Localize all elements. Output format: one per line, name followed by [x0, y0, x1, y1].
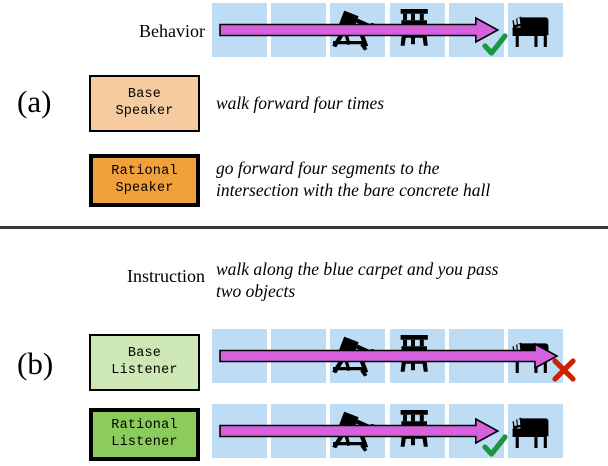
agent-box-line2: Listener — [111, 362, 178, 378]
row-caption-behavior: Behavior — [139, 21, 205, 41]
cross-icon — [551, 357, 577, 383]
carpet-strip-base-listener — [212, 329, 576, 383]
check-icon — [482, 33, 508, 59]
agent-box-line1: Base — [127, 87, 162, 103]
path-arrow — [219, 417, 500, 445]
agent-box-rational-listener[interactable]: Rational Listener — [89, 408, 200, 461]
agent-box-line2: Speaker — [115, 103, 174, 119]
agent-box-base-listener[interactable]: Base Listener — [89, 334, 200, 391]
piano-icon — [512, 417, 549, 448]
agent-box-line1: Base — [127, 346, 162, 362]
row-caption-instruction: Instruction — [127, 266, 205, 286]
path-arrow — [219, 16, 500, 44]
piano-icon — [512, 16, 549, 47]
check-icon — [482, 434, 508, 460]
carpet-overlay — [219, 9, 549, 51]
agent-box-line1: Rational — [111, 418, 178, 434]
utterance-line: two objects — [216, 281, 296, 302]
utterance-instruction: walk along the blue carpet and you pass … — [216, 258, 608, 303]
agent-box-line2: Listener — [111, 434, 178, 450]
utterance-line: walk along the blue carpet and you pass — [216, 259, 499, 279]
utterance-rational-speaker: go forward four segments to the intersec… — [216, 157, 608, 202]
section-divider — [0, 226, 608, 229]
carpet-strip-rational-listener — [212, 404, 563, 458]
utterance-line: walk forward four times — [216, 93, 385, 113]
carpet-overlay — [219, 410, 549, 452]
agent-box-base-speaker[interactable]: Base Speaker — [89, 75, 200, 132]
utterance-line: intersection with the bare concrete hall — [216, 180, 491, 201]
agent-box-rational-speaker[interactable]: Rational Speaker — [89, 154, 200, 207]
panel-letter-b: (b) — [17, 346, 54, 381]
utterance-line: go forward four segments to the — [216, 158, 440, 178]
panel-letter-a: (a) — [17, 84, 52, 119]
utterance-base-speaker: walk forward four times — [216, 92, 601, 114]
carpet-strip-behavior — [212, 3, 563, 57]
agent-box-line1: Rational — [111, 164, 178, 180]
path-arrow — [219, 342, 559, 370]
carpet-overlay — [219, 335, 559, 377]
agent-box-line2: Speaker — [115, 180, 174, 196]
